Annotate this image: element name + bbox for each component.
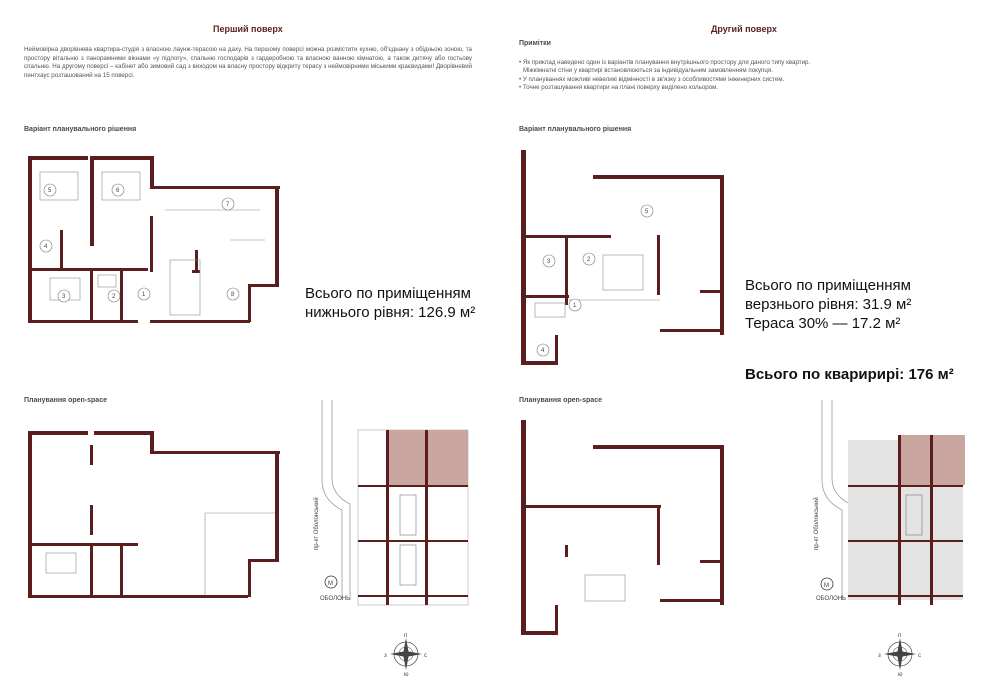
lower-level-openspace-plan [28,431,280,598]
svg-text:4: 4 [541,348,545,354]
svg-text:3: 3 [547,259,551,265]
left-plan-label: Варіант планувального рішення [24,126,137,133]
compass-icon: п з с ю [384,633,427,676]
metro-name-left: ОБОЛОНЬ [320,596,350,602]
right-site-plan: пр-кт Оболонський М ОБОЛОНЬ [813,400,965,605]
metro-icon: М [328,581,333,587]
right-page-title: Другий поверх [711,24,777,34]
notes-title: Примітки [519,40,551,47]
svg-text:4: 4 [44,244,48,250]
svg-text:6: 6 [116,188,120,194]
note-item: Міжкімнатні стіни у квартирі встановлюют… [523,67,773,75]
metro-icon-right: М [824,583,829,589]
svg-text:1: 1 [573,303,577,309]
svg-text:п: п [404,633,407,639]
upper-level-total-label: Всього по приміщенням [745,277,911,294]
svg-text:3: 3 [62,294,66,300]
left-openspace-label: Планування open-space [24,397,107,404]
svg-text:5: 5 [48,188,52,194]
lower-level-floor-plan: 1 2 3 4 5 6 7 8 [28,156,280,323]
street-name-left: пр-кт Оболонський [313,497,320,550]
metro-name-right: ОБОЛОНЬ [816,596,846,602]
svg-text:з: з [384,653,387,659]
svg-text:п: п [898,633,901,639]
svg-text:7: 7 [226,202,230,208]
lower-level-total-value: нижнього рівня: 126.9 м² [305,304,476,321]
svg-text:5: 5 [645,209,649,215]
svg-text:с: с [424,653,427,659]
note-item: • Як приклад наведено один із варіантів … [519,59,811,66]
note-item: • Точне розташування квартири на плані п… [519,84,719,92]
right-plan-label: Варіант планувального рішення [519,126,632,133]
lower-level-total: Всього по приміщенням нижнього рівня: 12… [305,284,475,322]
apartment-grand-total: Всього по кваририрі: 176 м² [745,366,954,383]
note-item: • У плануваннях можливі невеликі відмінн… [519,75,785,83]
svg-text:8: 8 [231,292,235,298]
svg-text:з: з [878,653,881,659]
left-site-plan: пр-кт Оболонський М ОБОЛОНЬ [313,400,469,606]
lower-level-total-label: Всього по приміщенням [305,285,471,302]
notes-list: • Як приклад наведено один із варіантів … [519,59,959,93]
right-openspace-label: Планування open-space [519,397,602,404]
svg-text:2: 2 [587,257,591,263]
left-intro-text: Неймовірна дворівнева квартира-студія з … [24,46,472,79]
left-page-title: Перший поверх [213,24,283,34]
street-name-right: пр-кт Оболонський [813,497,820,550]
upper-level-total: Всього по приміщенням верзнього рівня: 3… [745,276,911,333]
upper-level-openspace-plan [521,420,724,635]
svg-text:ю: ю [404,672,409,676]
svg-text:2: 2 [112,294,116,300]
svg-text:1: 1 [142,292,146,298]
upper-level-total-value: верзнього рівня: 31.9 м² [745,296,912,313]
svg-text:ю: ю [898,672,903,676]
upper-level-floor-plan: 1 2 3 4 5 [521,150,724,365]
terrace-total: Тераса 30% — 17.2 м² [745,315,901,332]
compass-icon-right: п з с ю [878,633,921,676]
svg-text:с: с [918,653,921,659]
